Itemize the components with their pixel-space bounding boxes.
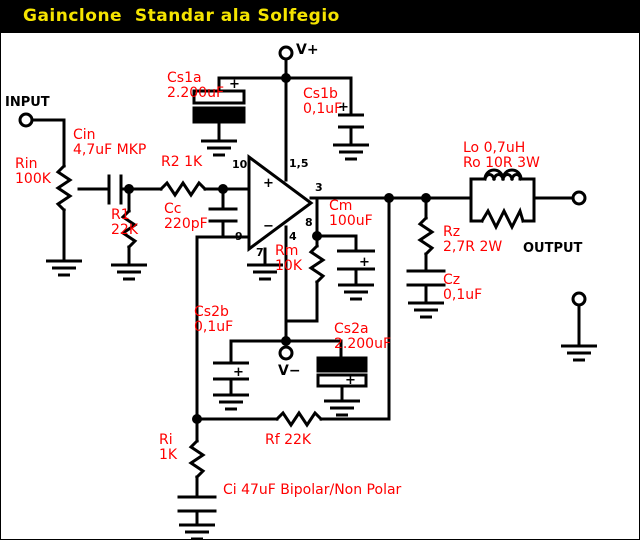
label-pin-8: 8 xyxy=(305,216,313,229)
label-opamp-minus: − xyxy=(263,219,274,234)
symbol-cz-capacitor xyxy=(406,269,446,305)
junction-cc-input xyxy=(218,184,228,194)
label-cc: Cc 220pF xyxy=(164,201,208,232)
symbol-opamp-triangle xyxy=(247,154,314,252)
symbol-ci-capacitor xyxy=(177,495,217,527)
symbol-rz-resistor xyxy=(417,196,435,273)
symbol-cc-capacitor xyxy=(208,187,238,239)
label-rm: Rm 10K xyxy=(275,243,302,274)
label-pin-10: 10 xyxy=(232,158,248,171)
label-cz: Cz 0,1uF xyxy=(443,272,483,303)
terminal-input xyxy=(18,112,34,128)
symbol-cs1a-electrolytic xyxy=(192,89,246,141)
ground-cz xyxy=(408,301,444,319)
symbol-ro-resistor xyxy=(479,206,525,231)
symbol-lo-inductor xyxy=(483,168,523,181)
ground-cs1b xyxy=(333,143,369,161)
label-rf: Rf 22K xyxy=(265,432,312,448)
label-pin-9: 9 xyxy=(235,230,243,243)
ground-r1 xyxy=(111,263,147,281)
label-rin: Rin 100K xyxy=(15,156,51,187)
wire-cs2a-branch xyxy=(284,339,343,360)
symbol-rin-potentiometer xyxy=(55,163,73,250)
symbol-cs2b-capacitor xyxy=(213,361,249,395)
schematic-canvas: INPUT OUTPUT V+ V− Rin 100K Cin 4,7uF MK… xyxy=(1,33,639,539)
ground-output xyxy=(561,305,597,362)
label-cs2a: Cs2a 2.200uF xyxy=(334,321,392,352)
label-cs2a-polarity: + xyxy=(345,373,356,388)
terminal-output-positive xyxy=(571,190,587,206)
label-r2: R2 1K xyxy=(161,154,203,170)
label-opamp-plus: + xyxy=(263,176,274,191)
junction-mute xyxy=(312,231,322,241)
wire-cs1b-branch xyxy=(284,76,353,117)
junction-dots xyxy=(124,73,431,424)
wire-feedback-from-output xyxy=(319,196,391,421)
label-ri: Ri 1K xyxy=(159,432,178,463)
label-rz: Rz 2,7R 2W xyxy=(443,224,503,255)
ground-rin xyxy=(46,259,82,277)
junction-vminus xyxy=(281,336,291,346)
symbol-cin-capacitor xyxy=(107,174,123,205)
page-title: Gainclone Standar ala Solfegio xyxy=(23,6,340,26)
circuit-svg xyxy=(18,45,597,539)
junction-vplus xyxy=(281,73,291,83)
label-lo-ro: Lo 0,7uH Ro 10R 3W xyxy=(463,140,540,171)
label-cs1b: Cs1b 0,1uF xyxy=(303,86,343,117)
symbol-cm-electrolytic xyxy=(337,249,375,285)
symbol-rf-resistor xyxy=(195,410,324,428)
ground-ci xyxy=(179,523,215,539)
ground-cs1a xyxy=(201,139,237,157)
label-pin-7: 7 xyxy=(256,246,264,259)
wire-cc-to-feedback xyxy=(195,235,225,421)
wire-cs2b-branch xyxy=(229,339,288,365)
junction-zobel xyxy=(421,193,431,203)
title-bar: Gainclone Standar ala Solfegio xyxy=(1,1,639,33)
label-cs1a: Cs1a 2.200uF xyxy=(167,70,225,101)
terminal-output-ground xyxy=(571,291,587,307)
junction-feedback-tap xyxy=(384,193,394,203)
wire-cm-branch xyxy=(315,234,358,253)
symbol-cs1b-capacitor xyxy=(338,113,364,145)
terminal-vplus xyxy=(278,45,294,61)
label-vminus: V− xyxy=(278,363,301,379)
label-cs1b-polarity: + xyxy=(338,100,349,115)
symbol-cs2a-electrolytic xyxy=(316,356,368,401)
label-pin-4: 4 xyxy=(289,230,297,243)
label-pin-3: 3 xyxy=(315,181,323,194)
label-cm-polarity: + xyxy=(359,255,370,270)
label-input-terminal: INPUT xyxy=(5,95,50,110)
symbol-ri-resistor xyxy=(188,417,206,499)
label-cs2b-polarity: + xyxy=(233,365,244,380)
label-pin-1-5: 1,5 xyxy=(289,157,309,170)
label-vplus: V+ xyxy=(296,42,319,58)
junction-r1-input xyxy=(124,184,134,194)
label-cin: Cin 4,7uF MKP xyxy=(73,127,147,158)
terminal-vminus xyxy=(278,345,294,361)
ground-cm xyxy=(338,283,374,301)
label-cm: Cm 100uF xyxy=(329,198,373,229)
label-cs1a-polarity: + xyxy=(229,77,240,92)
label-r1: R1 22K xyxy=(111,207,138,238)
ground-opamp-pin7 xyxy=(247,263,283,281)
ground-cs2a xyxy=(324,399,360,417)
label-output-terminal: OUTPUT xyxy=(523,241,583,256)
label-ci: Ci 47uF Bipolar/Non Polar xyxy=(223,482,402,498)
wire-cs1a-branch xyxy=(217,76,288,93)
wire-input-lead xyxy=(30,118,66,168)
junction-feedback-ri xyxy=(192,414,202,424)
symbol-r2-resistor xyxy=(158,180,251,198)
ground-cs2b xyxy=(213,393,249,411)
symbol-thiele-box xyxy=(469,177,536,223)
label-cs2b: Cs2b 0,1uF xyxy=(194,304,234,335)
